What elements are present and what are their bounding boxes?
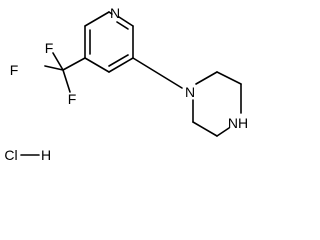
fluorine-bottom-label: F bbox=[68, 91, 77, 107]
fluorine-left-label: F bbox=[10, 62, 19, 78]
trifluoromethyl-group bbox=[44, 52, 86, 93]
piperazine-nitrogen-label: N bbox=[185, 84, 195, 100]
structure-diagram: N N NH F F F Cl H bbox=[4, 5, 248, 163]
pyridine-ring bbox=[84, 11, 134, 73]
chlorine-label: Cl bbox=[4, 147, 17, 163]
hydrogen-label: H bbox=[41, 147, 51, 163]
pyridine-nitrogen-label: N bbox=[110, 5, 120, 21]
fluorine-top-label: F bbox=[45, 40, 54, 56]
piperazine-ring bbox=[132, 57, 242, 137]
piperazine-nh-label: NH bbox=[228, 115, 248, 131]
